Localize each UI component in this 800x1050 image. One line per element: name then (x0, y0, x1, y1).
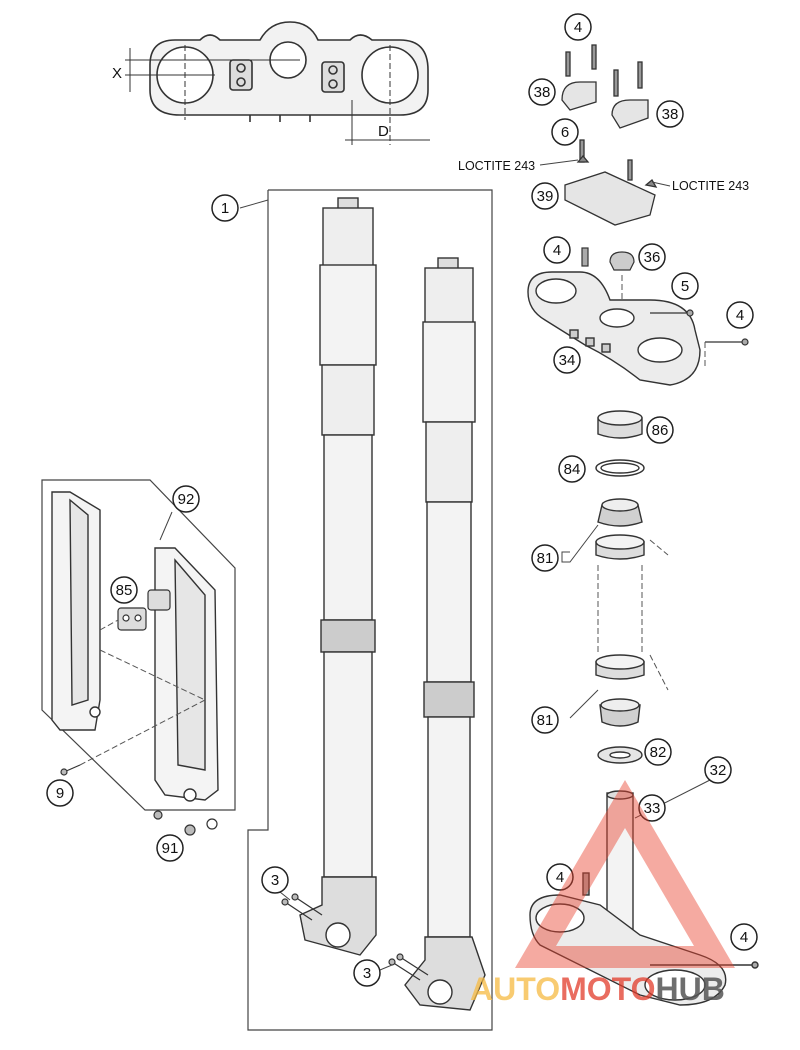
callout-circle (172, 485, 200, 513)
handlebar-clamp-top-left (561, 44, 597, 111)
fork-protector-left (51, 491, 101, 731)
loctite-note-left: LOCTITE 243 (458, 159, 535, 173)
callout-circle (656, 100, 684, 128)
callout-circle (528, 78, 556, 106)
callout-32: 32 (710, 762, 727, 779)
callout-circle (551, 118, 579, 146)
callout-circle (546, 863, 574, 891)
watermark-logo-icon (515, 780, 735, 968)
leader-3b (379, 964, 393, 971)
callout-4-pinch-bolt: 4 (736, 307, 744, 324)
callout-circle (110, 576, 138, 604)
callout-circle (564, 13, 592, 41)
handlebar-clamp-lower (564, 139, 658, 226)
steering-axis-guides (597, 539, 669, 691)
callout-4-stem-bolt: 4 (556, 869, 564, 886)
protector-guide-lines (79, 619, 206, 766)
callout-circle (638, 794, 666, 822)
leader-92 (159, 511, 173, 541)
callout-circle (638, 243, 666, 271)
callout-circle (730, 923, 758, 951)
callout-33: 33 (644, 800, 661, 817)
callout-circle (671, 272, 699, 300)
watermark-part-auto: AUTO (470, 971, 560, 1007)
handlebar-clamp-top-right (611, 61, 649, 129)
watermark-part-moto: MOTO (560, 971, 655, 1007)
callout-circle (726, 301, 754, 329)
callout-9: 9 (56, 785, 64, 802)
dimension-x-label: X (112, 65, 122, 82)
callout-82: 82 (650, 744, 667, 761)
callout-91: 91 (162, 840, 179, 857)
callout-4-lower-bolt: 4 (740, 929, 748, 946)
callout-circle (704, 756, 732, 784)
callout-81-lower: 81 (537, 712, 554, 729)
upper-triple-clamp (527, 271, 701, 386)
triple-clamp-guides (621, 275, 706, 368)
triple-clamp-plan-view (149, 21, 429, 122)
callout-81-upper: 81 (537, 550, 554, 567)
leader-loctite-left (539, 159, 579, 166)
bracket-81-lower (569, 689, 599, 719)
callout-circle (558, 455, 586, 483)
callout-92: 92 (178, 491, 195, 508)
callout-circle (261, 866, 289, 894)
callout-85: 85 (116, 582, 133, 599)
watermark-part-hub: HUB (655, 971, 724, 1007)
callout-1: 1 (221, 200, 229, 217)
callout-84: 84 (564, 461, 581, 478)
callout-circle (531, 544, 559, 572)
protector-screws (60, 764, 218, 836)
callout-circle (156, 834, 184, 862)
leader-3a (279, 891, 291, 901)
callout-circle (646, 416, 674, 444)
callout-6: 6 (561, 124, 569, 141)
watermark-text: AUTOMOTOHUB (470, 971, 725, 1007)
fork-protector-right (154, 547, 219, 802)
callout-circle (531, 182, 559, 210)
callout-circle (46, 779, 74, 807)
fork-assembly-outline (247, 189, 493, 1031)
callout-4-clamp-bolt: 4 (553, 242, 561, 259)
fork-protector-outline (41, 479, 236, 811)
watermark: AUTOMOTOHUB (470, 780, 735, 1007)
dimension-d-label: D (378, 123, 389, 140)
bracket-81-upper (561, 524, 599, 563)
callout-5: 5 (681, 278, 689, 295)
loctite-note-right: LOCTITE 243 (672, 179, 749, 193)
protector-clamp (117, 589, 171, 631)
callout-circle (353, 959, 381, 987)
dimension-lines (125, 45, 430, 145)
lower-triple-clamp (529, 790, 759, 1006)
callout-circle (553, 346, 581, 374)
callout-numbers: 1 3 3 4 4 4 4 4 5 6 9 32 33 34 36 38 38 … (56, 19, 748, 982)
leader-loctite-right (651, 181, 671, 187)
leader-1 (239, 199, 269, 209)
callout-38-right: 38 (662, 106, 679, 123)
callout-4-top: 4 (574, 19, 582, 36)
callout-circle (531, 706, 559, 734)
callout-3-upper: 3 (271, 872, 279, 889)
callout-86: 86 (652, 422, 669, 439)
callout-34: 34 (559, 352, 576, 369)
callout-36: 36 (644, 249, 661, 266)
callout-circle (644, 738, 672, 766)
right-fork-leg (404, 257, 486, 1011)
triple-clamp-bolts (581, 247, 749, 346)
left-fork-leg (299, 197, 377, 956)
callout-circle (543, 236, 571, 264)
callout-3-lower: 3 (363, 965, 371, 982)
callout-38-left: 38 (534, 84, 551, 101)
bearing-stack (595, 410, 645, 764)
callout-39: 39 (537, 188, 554, 205)
callouts (46, 13, 758, 987)
callout-circle (211, 194, 239, 222)
axle-clamp-bolts (281, 893, 429, 981)
